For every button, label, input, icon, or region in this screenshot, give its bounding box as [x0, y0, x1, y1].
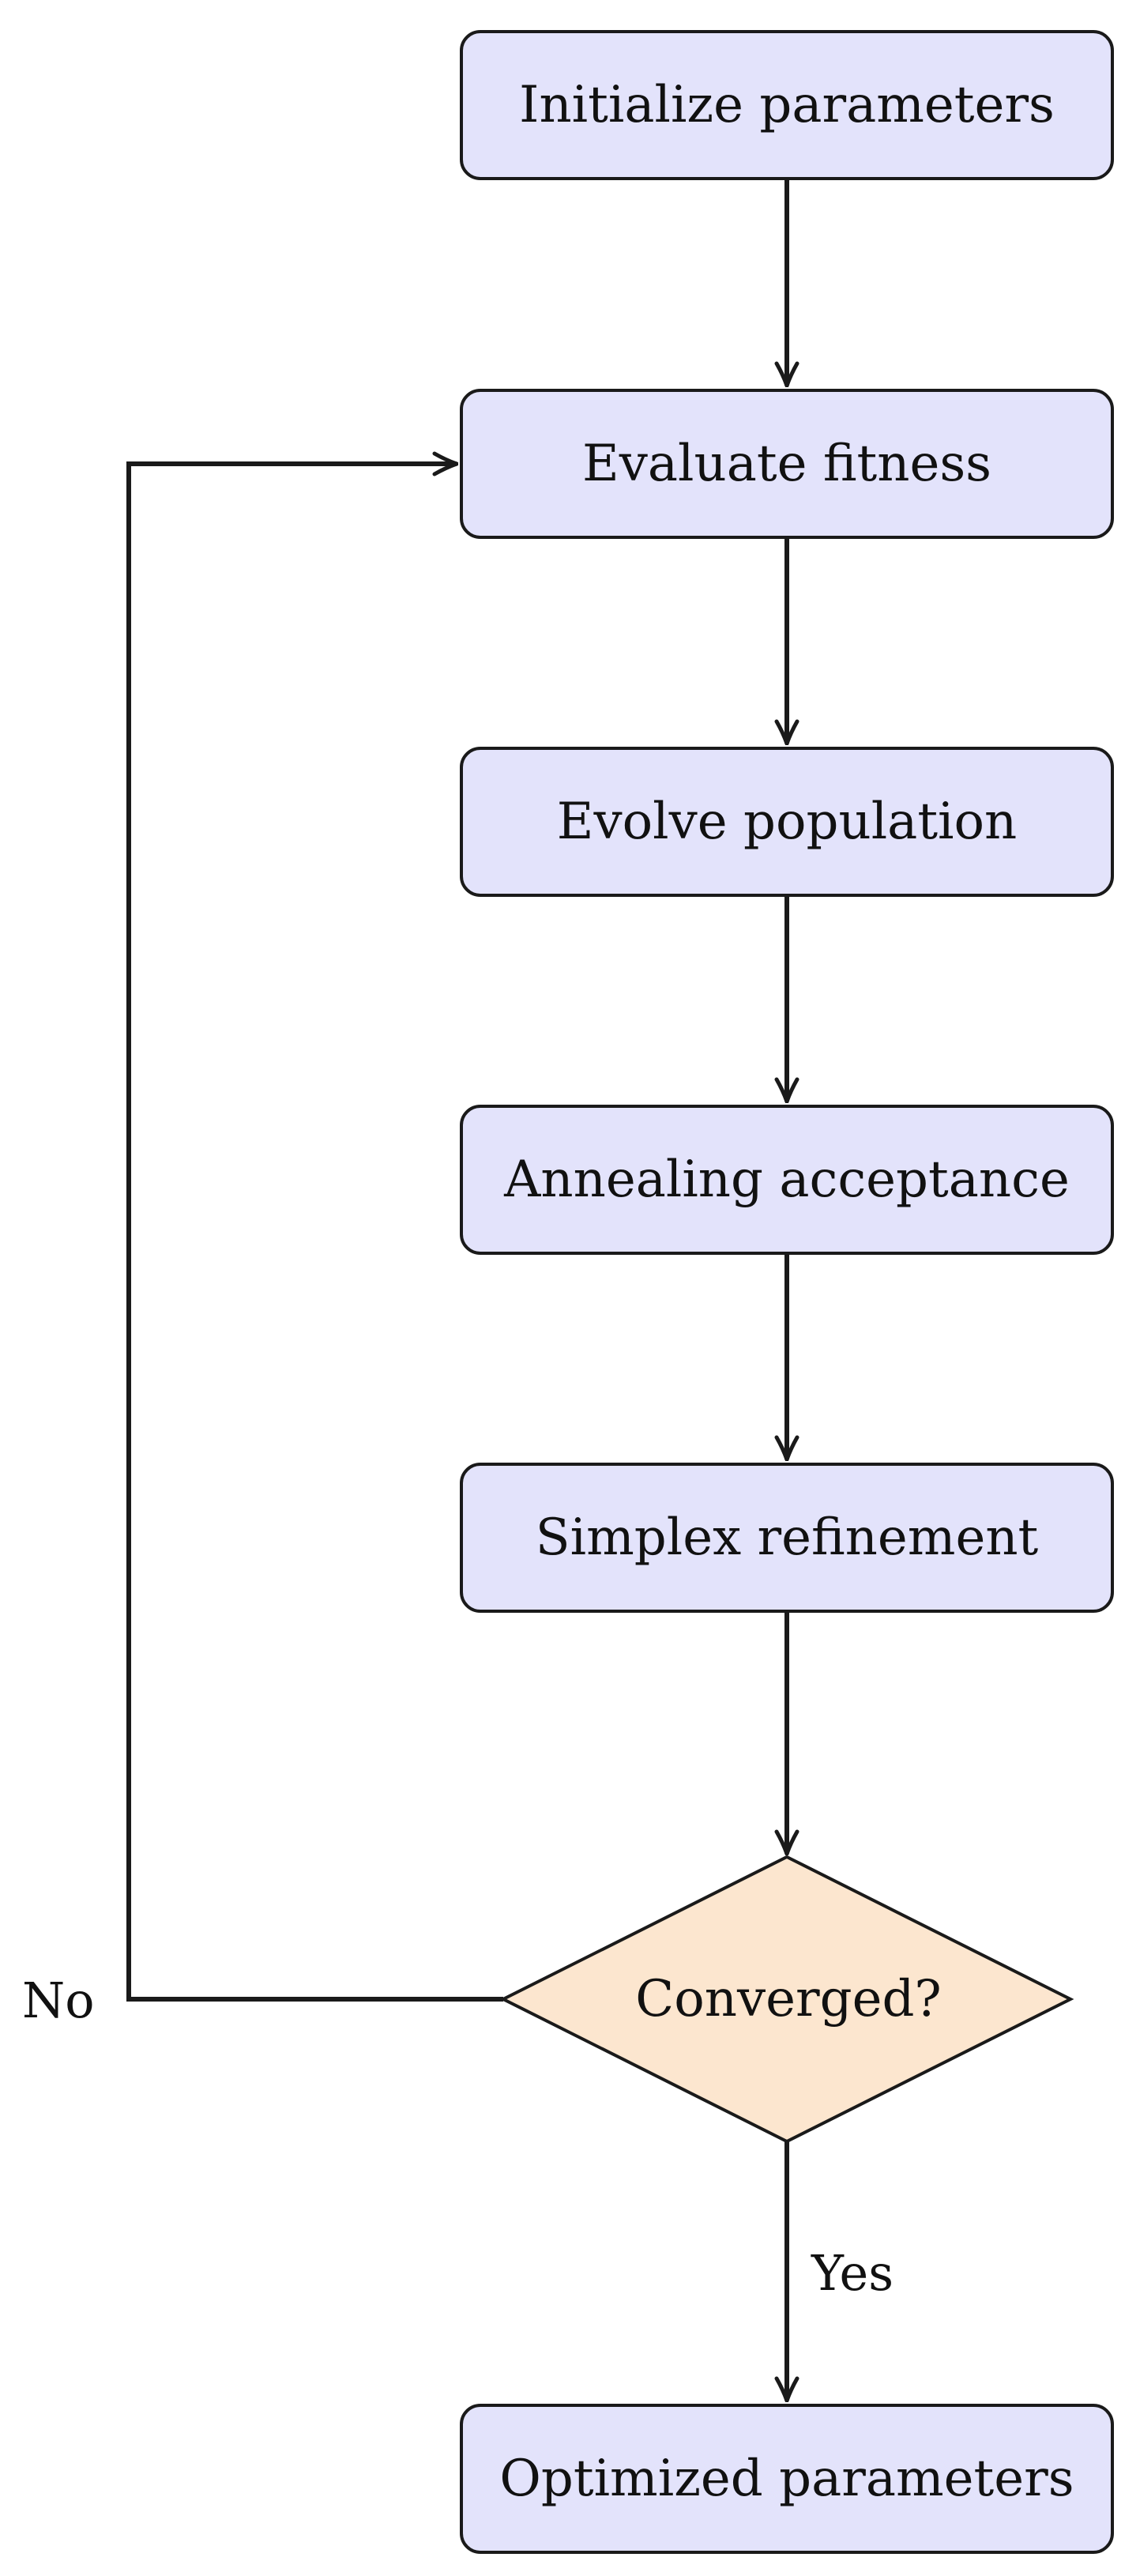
- node-evaluate-fitness: Evaluate fitness: [460, 389, 1114, 539]
- node-label: Evolve population: [556, 793, 1018, 851]
- node-label: Simplex refinement: [535, 1508, 1039, 1567]
- node-simplex-refinement: Simplex refinement: [460, 1463, 1114, 1613]
- arrow-decision-loop-back: [126, 464, 503, 2002]
- node-initialize-parameters: Initialize parameters: [460, 30, 1114, 180]
- node-label: Optimized parameters: [499, 2450, 1074, 2508]
- edge-label-no: No: [22, 1972, 95, 2029]
- node-label: Annealing acceptance: [504, 1151, 1070, 1209]
- edge-label-yes: Yes: [811, 2244, 894, 2302]
- node-annealing-acceptance: Annealing acceptance: [460, 1105, 1114, 1255]
- node-label: Evaluate fitness: [582, 435, 991, 493]
- node-optimized-parameters: Optimized parameters: [460, 2404, 1114, 2554]
- node-evolve-population: Evolve population: [460, 747, 1114, 897]
- decision-label: Converged?: [635, 1970, 942, 2028]
- node-label: Initialize parameters: [519, 76, 1055, 134]
